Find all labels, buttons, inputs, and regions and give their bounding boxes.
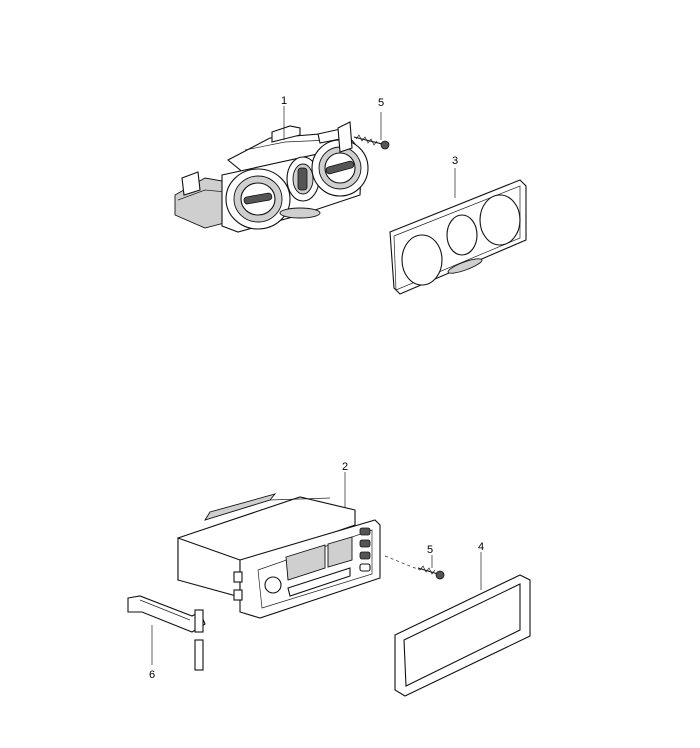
screw-top: [353, 112, 390, 150]
control-unit-electronic: [177, 472, 381, 619]
control-unit-rotary: [174, 106, 369, 233]
callout-2: 2: [342, 461, 348, 473]
mounting-bracket: [127, 595, 206, 671]
callout-6: 6: [149, 669, 155, 681]
trim-frame: [394, 552, 531, 697]
callout-3: 3: [452, 155, 458, 167]
trim-panel-three-openings: [389, 168, 527, 295]
screw-bottom: [384, 555, 445, 580]
callout-5-bottom: 5: [427, 544, 433, 556]
callout-1: 1: [281, 95, 287, 107]
callout-5-top: 5: [378, 97, 384, 109]
callout-4: 4: [478, 541, 484, 553]
